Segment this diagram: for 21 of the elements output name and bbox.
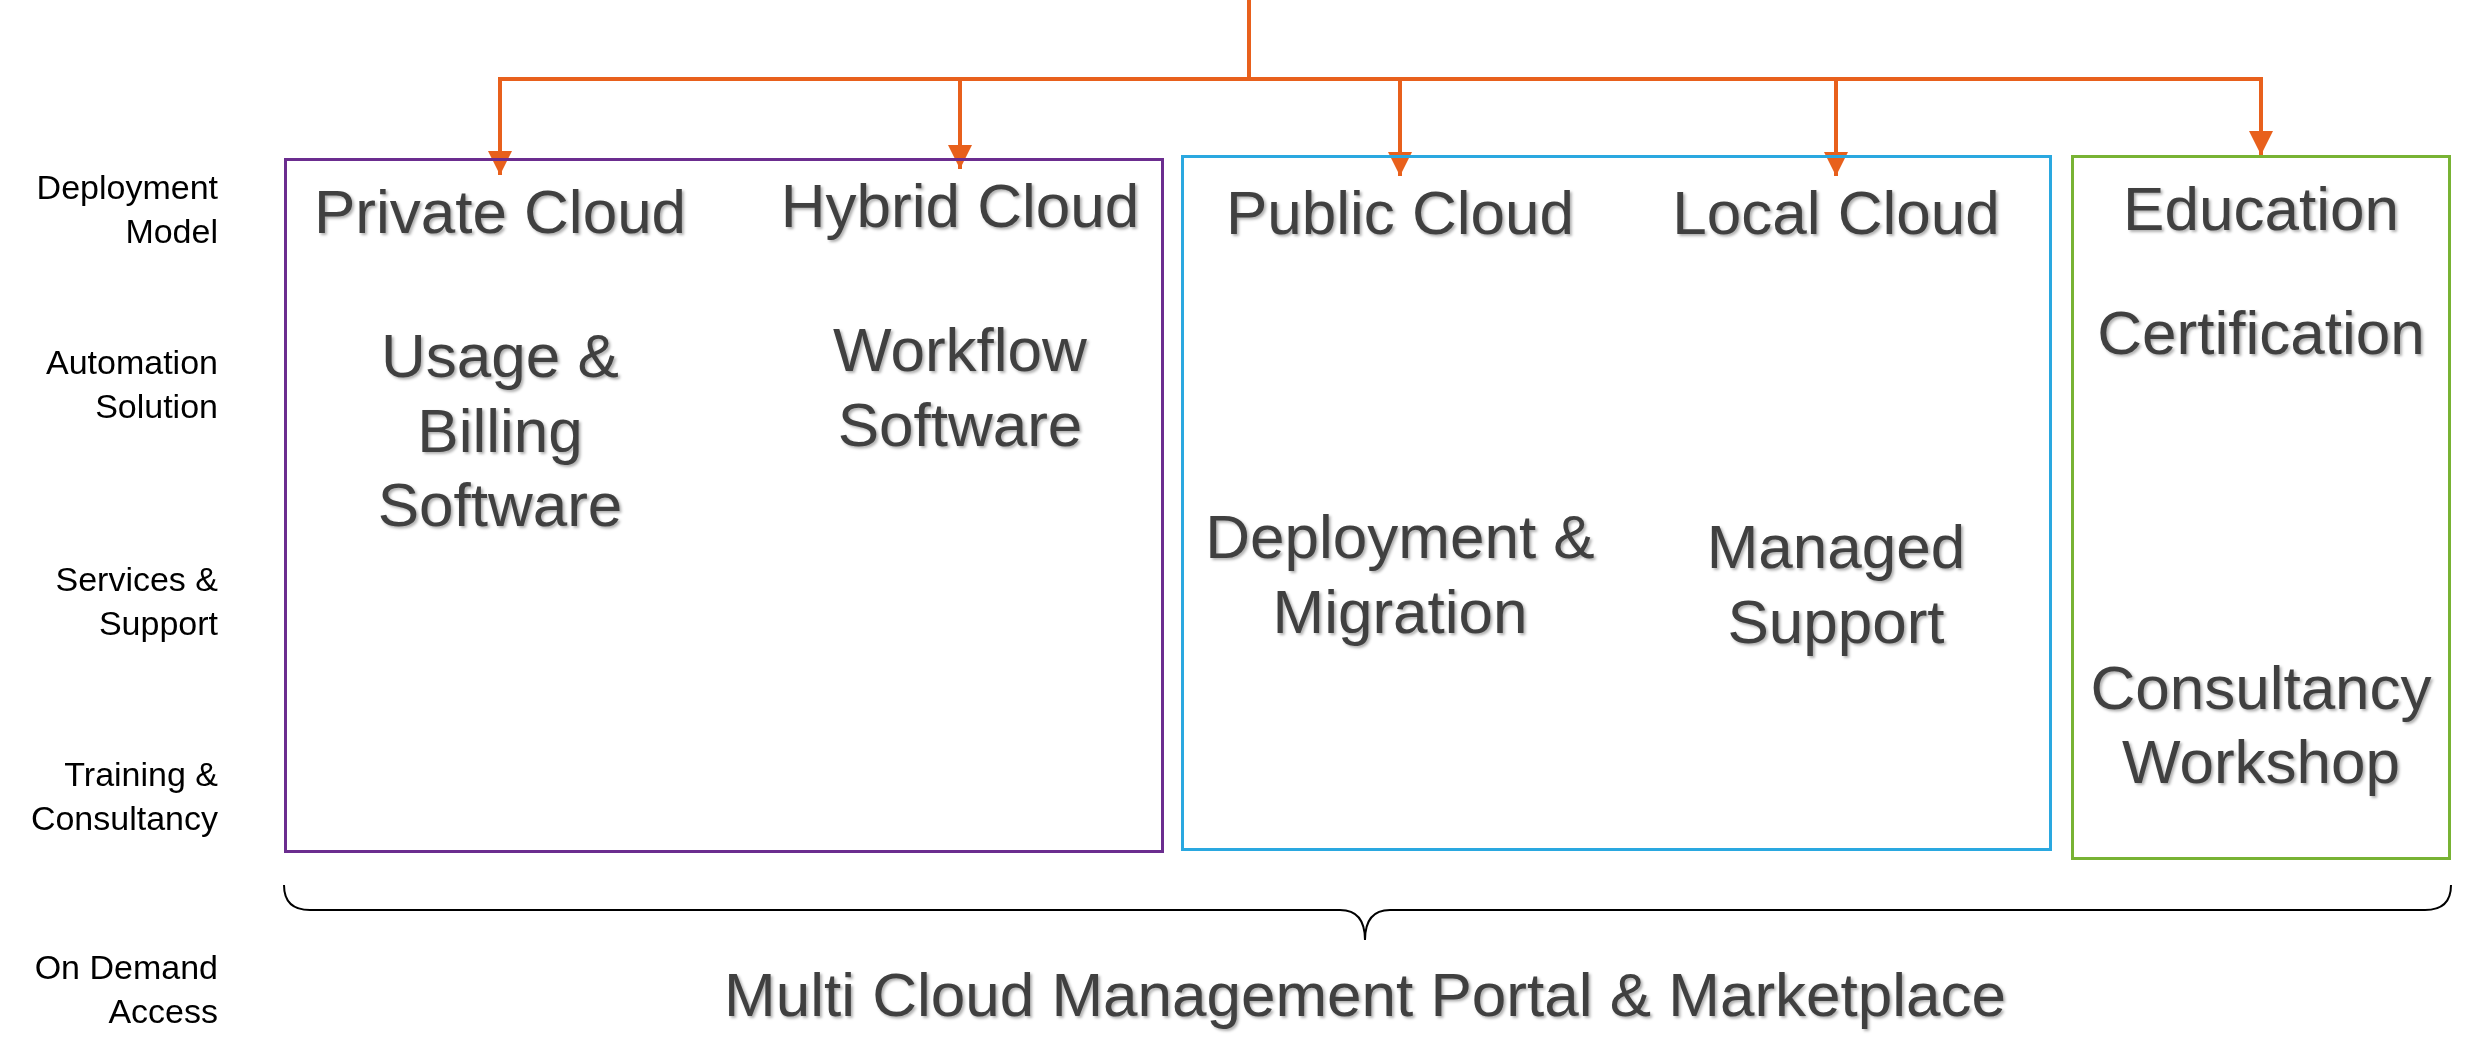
- footer-title: Multi Cloud Management Portal & Marketplace: [723, 959, 2007, 1031]
- column-text: Workflow Software: [832, 314, 1088, 461]
- column-text: Consultancy Workshop: [2089, 651, 2433, 799]
- column-text: Certification: [2096, 297, 2426, 370]
- row-label: Training & Consultancy: [29, 754, 218, 840]
- row-label: Deployment Model: [35, 167, 218, 253]
- group-box: [1181, 155, 2052, 851]
- arrow: [1247, 0, 2273, 155]
- column-heading: Hybrid Cloud: [779, 170, 1141, 242]
- group-box: [284, 158, 1164, 853]
- column-text: Managed Support: [1705, 511, 1967, 658]
- group-box: [2071, 155, 2451, 860]
- column-text: Usage & Billing Software: [376, 320, 624, 542]
- column-heading: Private Cloud: [312, 176, 688, 248]
- column-heading: Public Cloud: [1224, 177, 1576, 249]
- row-label: Services & Support: [54, 559, 218, 645]
- row-label: Automation Solution: [45, 342, 218, 428]
- column-heading: Education: [2122, 173, 2400, 245]
- column-text: Deployment & Migration: [1204, 501, 1596, 648]
- column-heading: Local Cloud: [1671, 177, 2001, 249]
- row-label: On Demand Access: [33, 947, 218, 1033]
